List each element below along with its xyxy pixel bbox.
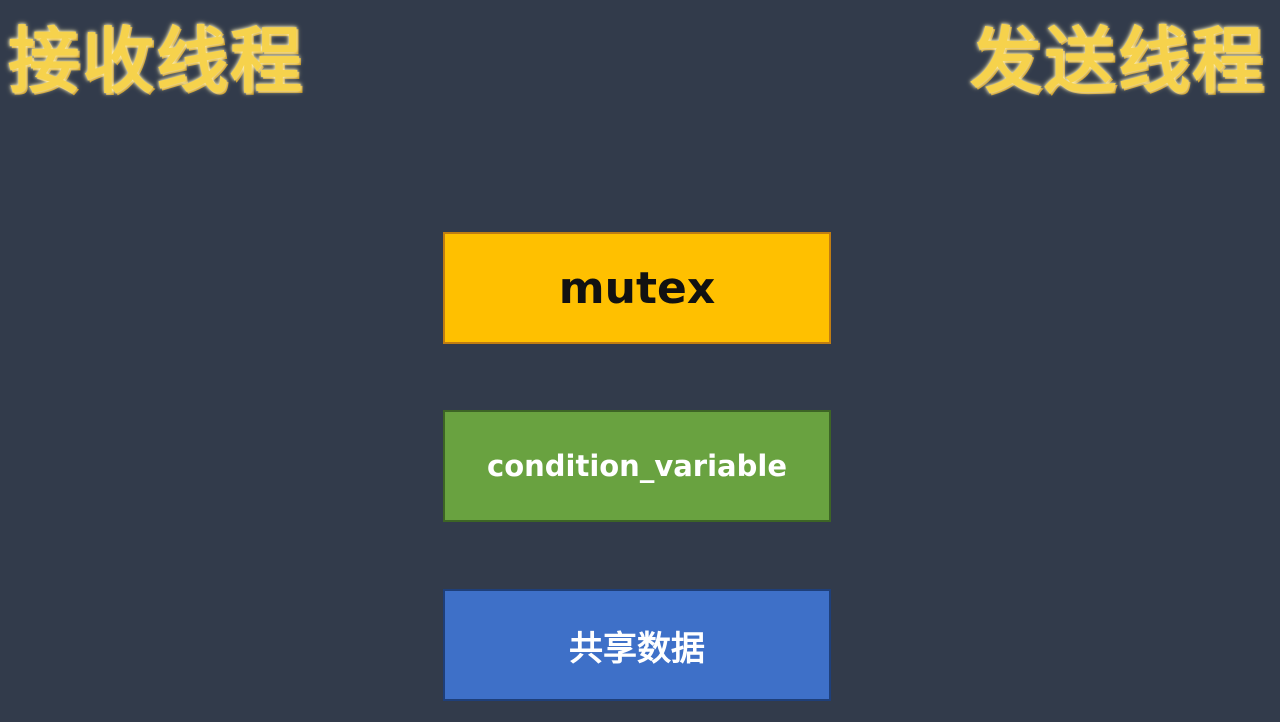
shared-data-box: 共享数据 [443,589,831,701]
mutex-box: mutex [443,232,831,344]
receiver-thread-heading: 接收线程 [8,19,305,103]
sender-thread-heading: 发送线程 [969,19,1266,103]
condition-variable-box: condition_variable [443,410,831,522]
